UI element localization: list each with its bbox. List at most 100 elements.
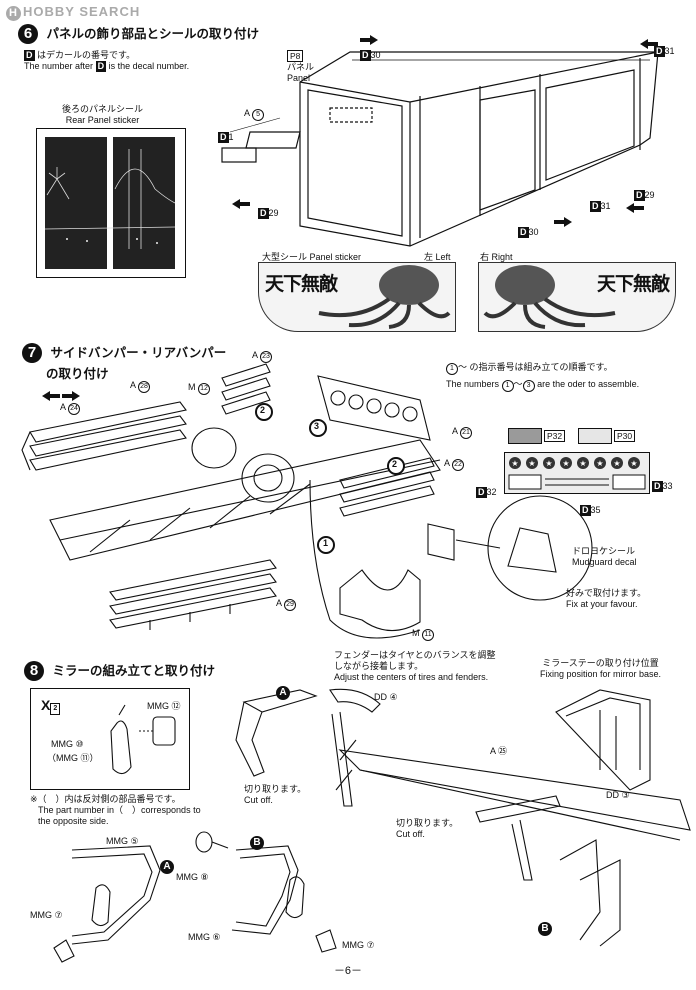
seq-2-right: 2	[392, 459, 398, 469]
part-a24: A 24	[60, 402, 81, 415]
step6-number: 6	[18, 24, 38, 44]
step8-title: ミラーの組み立てと取り付け	[52, 664, 215, 678]
step6-title: パネルの飾り部品とシールの取り付け	[46, 27, 259, 41]
step6-note-en-post: is the decal number.	[108, 61, 190, 71]
rear-sticker-jp: 後ろのパネルシール	[62, 104, 144, 114]
dd4-label: DD ④	[374, 692, 398, 702]
svg-text:★: ★	[630, 459, 637, 468]
svg-text:★: ★	[596, 459, 603, 468]
cutoff-right: 切り取ります。 Cut off.	[396, 818, 459, 839]
rear-sticker-label: 後ろのパネルシール Rear Panel sticker	[62, 104, 143, 126]
panel-label: P8 パネル Panel	[287, 50, 314, 84]
step7-header: 7 サイドバンパー・リアバンパー の取り付け	[22, 342, 226, 382]
callout-b-right: B	[538, 918, 552, 936]
panel-en: Panel	[287, 73, 311, 83]
night-photo-left	[45, 137, 107, 269]
right-label: 右 Right	[480, 252, 513, 262]
night-photo-right	[113, 137, 175, 269]
part-a22: A 22	[444, 458, 465, 471]
callout-b-middle: B	[250, 832, 264, 850]
svg-text:★: ★	[528, 459, 535, 468]
mirror-base-label: ミラーステーの取り付け位置 Fixing position for mirror…	[540, 658, 662, 679]
octopus-sticker-right: 天下無敵	[478, 262, 676, 332]
part-a5: A 5	[244, 108, 265, 121]
part-m12: M 12	[188, 382, 211, 395]
cutoff-left: 切り取ります。 Cut off.	[244, 784, 307, 805]
octopus-left-icon	[318, 265, 451, 329]
fender-note: フェンダーはタイヤとのバランスを調整 しながら接着します。 Adjust the…	[334, 650, 496, 682]
callout-a-top: A	[276, 682, 290, 700]
page-number: －6－	[333, 965, 363, 977]
panel-jp: パネル	[287, 62, 315, 72]
mmg6-label: MMG ⑥	[188, 932, 221, 942]
mmg12-label: MMG ⑫	[147, 701, 181, 711]
sticker-text-right: 天下無敵	[596, 273, 670, 295]
svg-text:★: ★	[579, 459, 586, 468]
part-m11: M 11	[412, 628, 435, 641]
part-a29: A 29	[276, 598, 297, 611]
step6-note-en-pre: The number after	[24, 61, 94, 71]
favour-label: 好みで取付けます。 Fix at your favour.	[566, 588, 647, 609]
mmg10-label: MMG ⑩	[51, 739, 84, 749]
ph32-label: P32	[544, 430, 566, 442]
watermark-text: HOBBY SEARCH	[23, 4, 141, 19]
decal-tag: D	[95, 61, 107, 72]
seq-3: 3	[314, 421, 320, 431]
svg-text:★: ★	[545, 459, 552, 468]
rear-panel-sticker	[36, 128, 186, 278]
mmg7a-label: MMG ⑦	[30, 910, 63, 920]
step7-title-line1: サイドバンパー・リアバンパー	[50, 346, 227, 360]
mirror-part-drawing	[110, 704, 176, 775]
left-label: 左 Left	[424, 252, 451, 262]
svg-text:★: ★	[511, 459, 518, 468]
step7-number: 7	[22, 343, 42, 363]
octopus-right-icon	[483, 265, 616, 329]
part-a23: A 23	[252, 350, 273, 363]
dd3-label: DD ③	[606, 790, 630, 800]
seq-1: 1	[323, 538, 329, 548]
bridge-fireworks-image	[44, 149, 176, 249]
step8-note: ※（ ）内は反対側の部品番号です。 The part number in（ ）c…	[30, 794, 201, 826]
part-a21: A 21	[452, 426, 473, 439]
octopus-sticker-left: 天下無敵	[258, 262, 456, 332]
mmg11-label: （MMG ⑪）	[47, 753, 99, 763]
sticker-text-left: 天下無敵	[265, 273, 338, 295]
panel-ref: P8	[287, 50, 304, 62]
a25-label: A ㉕	[490, 746, 508, 756]
star-decal-icons: ★ ★ ★ ★ ★ ★ ★ ★	[508, 457, 646, 490]
step7-title-line2: の取り付け	[46, 367, 109, 381]
decal-tag: D	[24, 50, 35, 61]
step7-order-note: 1～ の指示番号は組み立ての順番です。 The numbers 1～3 are …	[446, 362, 639, 392]
svg-text:★: ★	[613, 459, 620, 468]
step6-note-jp: はデカールの番号です。	[37, 50, 136, 60]
rear-sticker-en: Rear Panel sticker	[65, 115, 140, 125]
part-a28: A 28	[130, 380, 151, 393]
callout-a-bottom: A	[160, 856, 174, 874]
hobby-logo-icon: H	[6, 6, 21, 21]
step6-header: 6 パネルの飾り部品とシールの取り付け	[18, 23, 259, 44]
swatch-ph32	[508, 428, 542, 444]
mmg8-label: MMG ⑧	[176, 872, 209, 882]
big-sticker-label: 大型シール Panel sticker	[262, 252, 362, 262]
swatch-ph30	[578, 428, 612, 444]
step8-header: 8 ミラーの組み立てと取り付け	[24, 660, 215, 681]
seq-2-top: 2	[260, 405, 266, 415]
ph30-label: P30	[614, 430, 636, 442]
svg-text:★: ★	[562, 459, 569, 468]
mmg5-label: MMG ⑤	[106, 836, 139, 846]
mudguard-label: ドロヨケシール Mudguard decal	[572, 546, 637, 567]
step8-number: 8	[24, 661, 44, 681]
